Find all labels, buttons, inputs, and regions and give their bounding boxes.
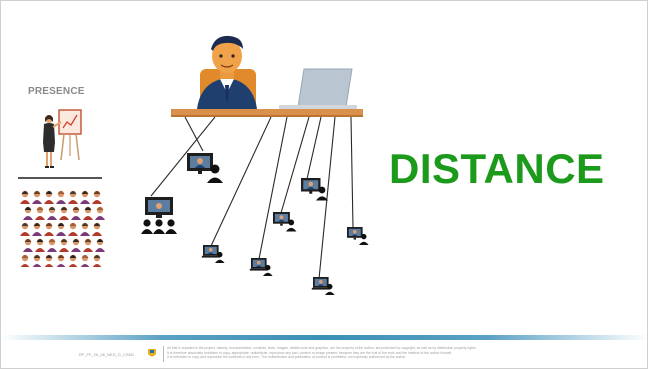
- desk: [171, 109, 363, 116]
- audience-member: [44, 254, 54, 267]
- connection-line: [258, 116, 288, 260]
- audience-member: [71, 238, 81, 252]
- audience-member: [95, 206, 105, 220]
- audience-member: [59, 238, 69, 252]
- audience-member: [47, 206, 57, 220]
- connection-line: [350, 116, 354, 229]
- distance-label: DISTANCE: [389, 145, 605, 192]
- audience-member: [32, 190, 42, 204]
- audience-member: [56, 190, 66, 204]
- remote-device-icon: [187, 153, 223, 183]
- audience-member: [47, 238, 57, 252]
- footer-legal-line: It is forbidden to copy and reproduce th…: [167, 355, 407, 360]
- divider-line: [18, 177, 102, 179]
- audience-member: [80, 222, 90, 236]
- audience-member: [68, 190, 78, 204]
- connection-line: [280, 116, 310, 214]
- audience-member: [83, 206, 93, 220]
- audience-member: [92, 190, 102, 204]
- footer-legal-line: It is therefore absolutely forbidden to …: [167, 350, 453, 355]
- footer-logo-icon: [148, 349, 156, 357]
- footer-legal-text: All that is reported in the project, nam…: [167, 346, 597, 360]
- audience-member: [23, 206, 33, 220]
- audience-member: [68, 222, 78, 236]
- audience-member: [56, 254, 66, 267]
- audience-member: [92, 222, 102, 236]
- connection-line: [184, 116, 204, 152]
- footer-separator: [163, 346, 164, 362]
- audience-member: [23, 238, 33, 252]
- audience-member: [44, 190, 54, 204]
- audience-member: [95, 238, 105, 252]
- audience-member: [83, 238, 93, 252]
- audience-member: [32, 254, 42, 267]
- audience-member: [20, 254, 30, 267]
- audience-member: [92, 254, 102, 267]
- footer-legal-line: All that is reported in the project, nam…: [167, 346, 476, 350]
- audience-grid-icon: [20, 190, 105, 267]
- connection-line: [150, 116, 216, 197]
- remote-device-icon: [301, 178, 328, 201]
- audience-member: [20, 222, 30, 236]
- audience-member: [20, 190, 30, 204]
- presence-label: PRESENCE: [28, 86, 85, 97]
- audience-member: [32, 222, 42, 236]
- audience-member: [44, 222, 54, 236]
- audience-member: [71, 206, 81, 220]
- connection-line: [318, 116, 336, 280]
- audience-member: [56, 222, 66, 236]
- audience-member: [35, 206, 45, 220]
- remote-device-icon: [249, 258, 273, 276]
- remote-device-icon: [273, 212, 297, 232]
- remote-device-icon: [201, 245, 225, 263]
- distance-scene: [141, 35, 369, 295]
- teacher-at-desk-icon: [197, 35, 257, 109]
- audience-member: [80, 190, 90, 204]
- remote-device-icon: [347, 227, 369, 245]
- connection-line: [306, 116, 322, 180]
- audience-member: [68, 254, 78, 267]
- laptop-icon: [279, 68, 357, 109]
- remote-device-icon: [311, 277, 335, 295]
- connection-line: [210, 116, 272, 247]
- footer-band: [1, 335, 647, 340]
- remote-device-icon: [141, 197, 177, 234]
- audience-member: [80, 254, 90, 267]
- audience-member: [59, 206, 69, 220]
- footer-code: RF_FF_26_06_NEG_D_CSM1: [79, 352, 135, 357]
- presenter-illustration-icon: [43, 109, 82, 168]
- audience-member: [35, 238, 45, 252]
